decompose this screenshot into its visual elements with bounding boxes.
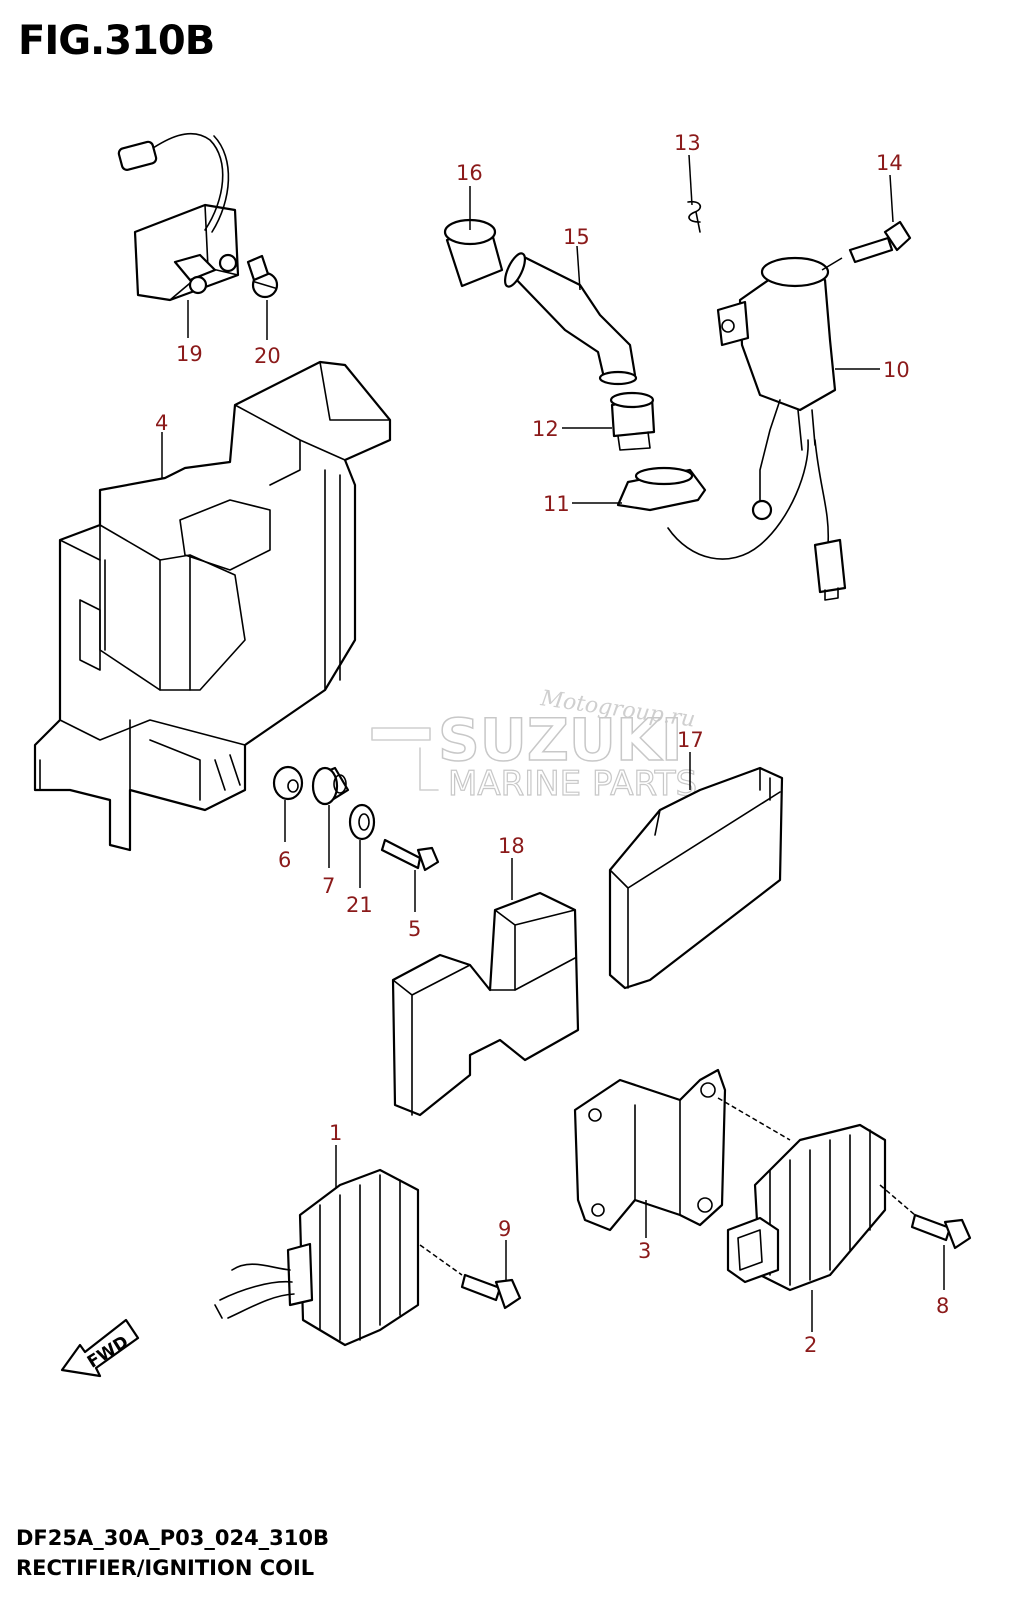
callout-5: 5	[408, 917, 421, 941]
watermark-subtitle: MARINE PARTS	[448, 764, 697, 804]
fwd-arrow-icon: FWD	[60, 1318, 140, 1378]
callout-9: 9	[498, 1217, 511, 1241]
part-18-cushion	[391, 891, 580, 1117]
callout-8: 8	[936, 1294, 949, 1318]
part-5-bolt	[380, 838, 440, 872]
part-13-clip	[687, 200, 702, 233]
callout-3: 3	[638, 1239, 651, 1263]
callout-6: 6	[278, 848, 291, 872]
watermark-brand: SUZUKI	[438, 706, 683, 774]
callout-21: 21	[346, 893, 373, 917]
callout-19: 19	[176, 342, 203, 366]
part-17-cdi	[608, 766, 784, 990]
callout-17: 17	[677, 728, 704, 752]
part-21-washer	[348, 803, 376, 841]
callout-14: 14	[876, 151, 903, 175]
part-4-bracket	[33, 360, 392, 852]
part-15-plug-cap	[503, 252, 638, 386]
part-12-grommet	[609, 391, 656, 451]
leader-lines	[161, 154, 945, 1332]
part-16-cap	[443, 218, 504, 288]
callout-15: 15	[563, 225, 590, 249]
callout-2: 2	[804, 1333, 817, 1357]
callouts: 19 20 4 16 15 13 14 10 12 11 17 18 6 7 2…	[155, 131, 949, 1357]
watermark: Motogroup.ru SUZUKI MARINE PARTS	[371, 686, 698, 805]
callout-12: 12	[532, 417, 559, 441]
part-11-boot	[616, 466, 707, 512]
figure-name: RECTIFIER/IGNITION COIL	[16, 1556, 315, 1580]
callout-1: 1	[329, 1121, 342, 1145]
callout-18: 18	[498, 834, 525, 858]
part-2-rectifier	[726, 1123, 887, 1292]
callout-4: 4	[155, 411, 168, 435]
callout-13: 13	[674, 131, 701, 155]
callout-16: 16	[456, 161, 483, 185]
part-9-bolt	[460, 1273, 522, 1310]
part-14-bolt	[848, 220, 912, 264]
callout-20: 20	[254, 344, 281, 368]
part-6-grommet	[272, 765, 304, 801]
part-3-plate	[573, 1068, 727, 1232]
part-19-module	[117, 132, 240, 302]
callout-7: 7	[322, 874, 335, 898]
part-20-screw	[246, 254, 279, 299]
callout-11: 11	[543, 492, 570, 516]
part-10-ignition-coil	[667, 256, 847, 601]
part-7-collar	[311, 766, 350, 806]
figure-title: FIG.310B	[18, 18, 215, 64]
callout-10: 10	[883, 358, 910, 382]
model-code: DF25A_30A_P03_024_310B	[16, 1526, 330, 1550]
part-1-rectifier	[214, 1168, 420, 1347]
part-8-bolt	[910, 1213, 972, 1250]
